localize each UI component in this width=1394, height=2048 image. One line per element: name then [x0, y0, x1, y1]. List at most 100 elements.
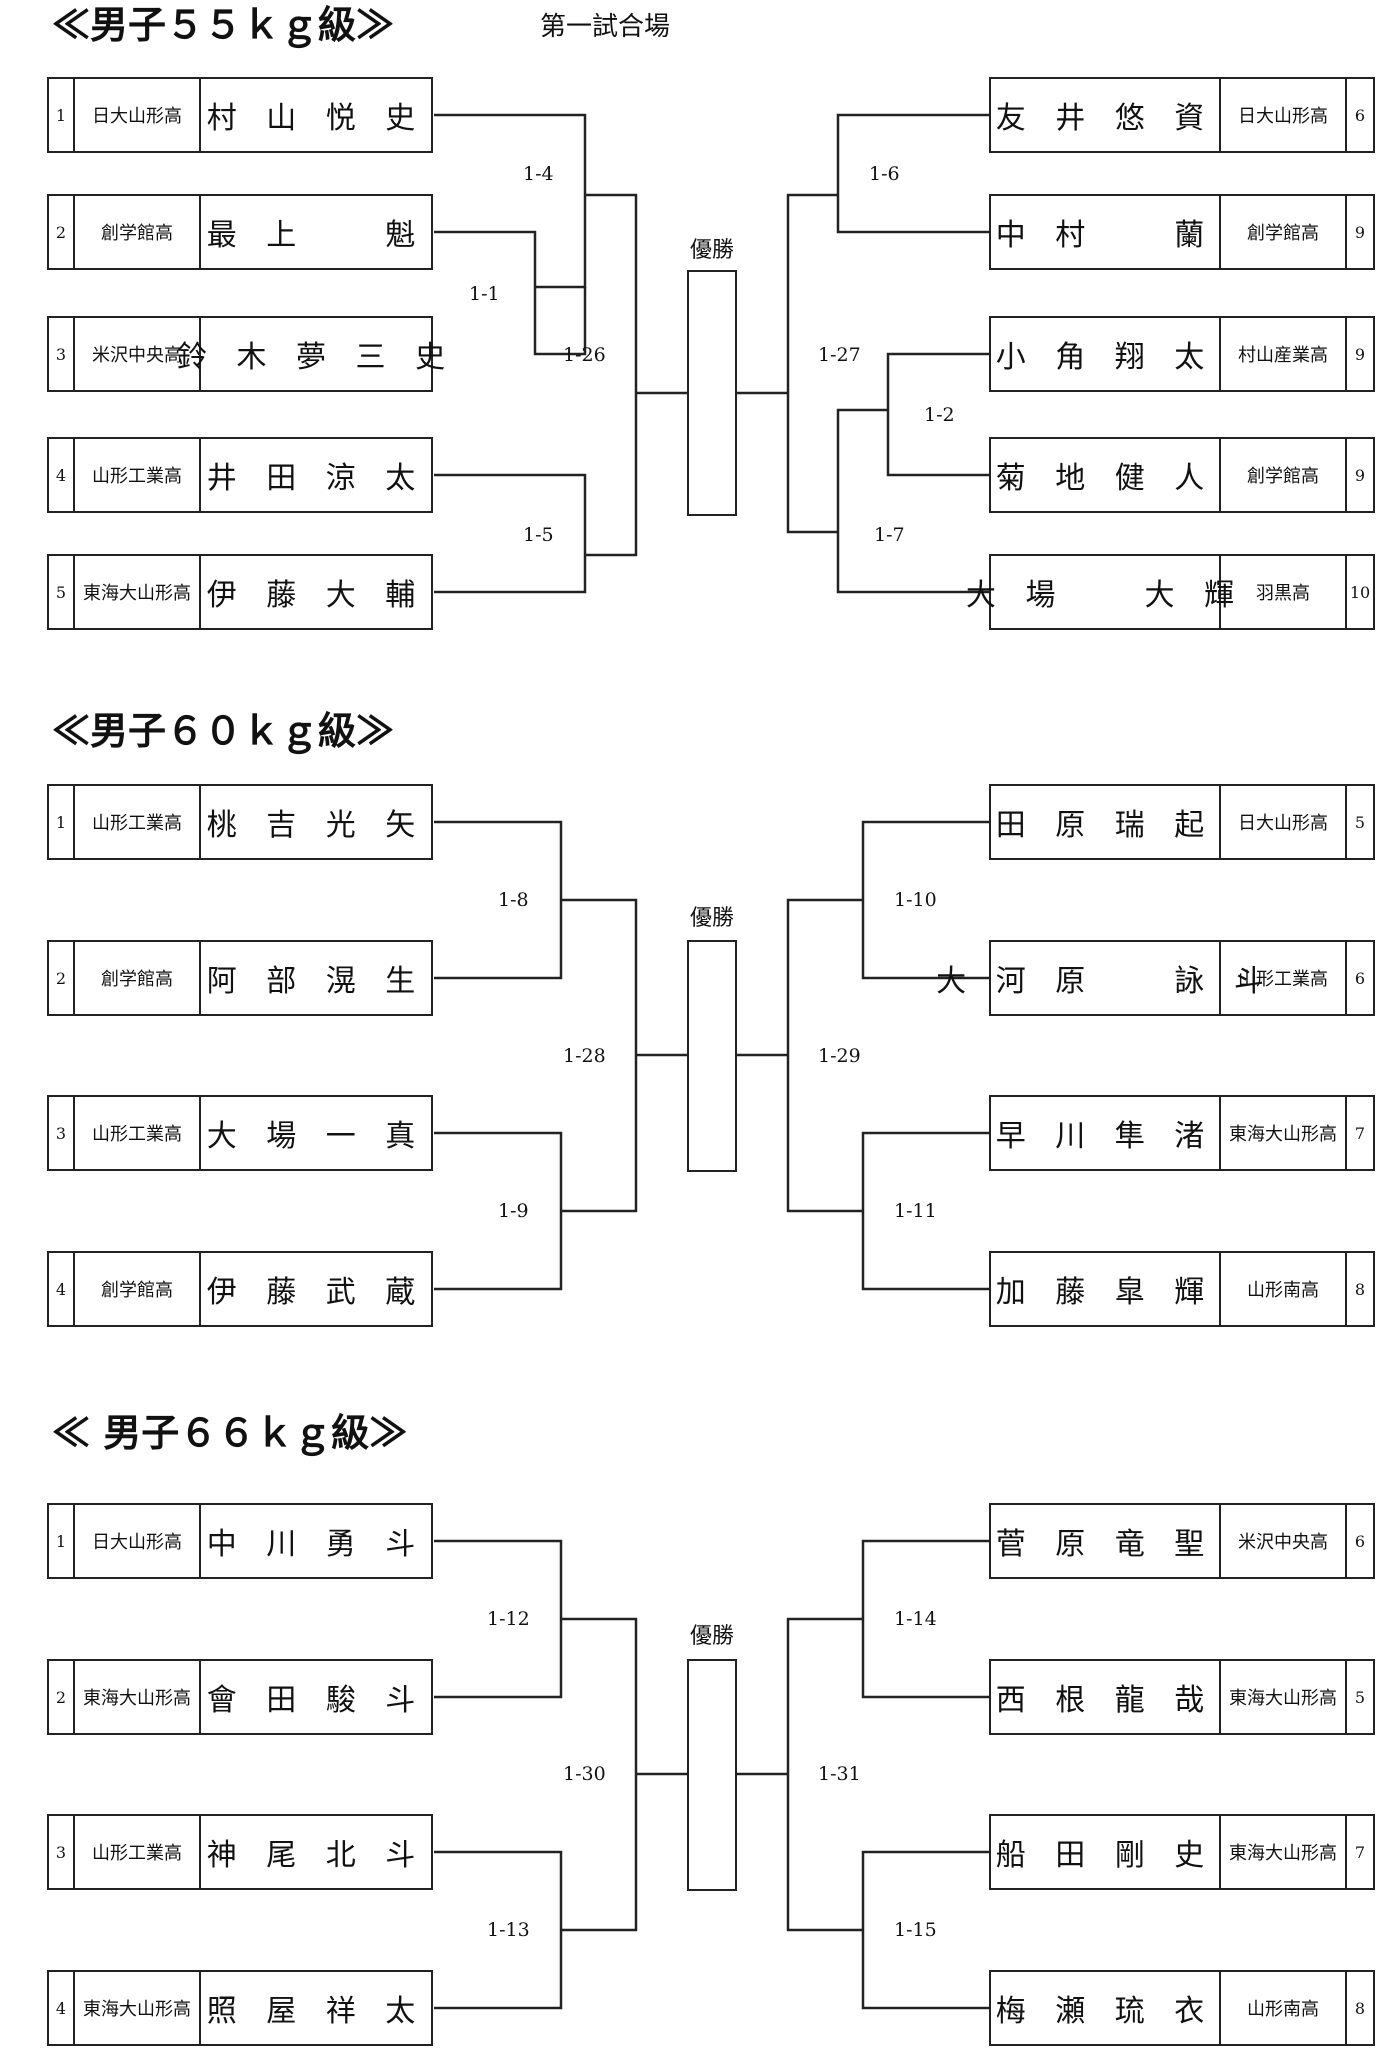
entry-60-right-4: 加 藤 皐 輝 山形南高 8: [989, 1251, 1375, 1327]
winner-label: 優勝: [690, 906, 735, 931]
school-name: 米沢中央高: [1221, 1505, 1347, 1577]
school-name: 東海大山形高: [75, 1972, 201, 2044]
athlete-name: 菅 原 竜 聖: [991, 1505, 1221, 1577]
line-55-r-3: [836, 408, 989, 594]
school-name: 羽黒高: [1221, 556, 1347, 628]
entry-66-left-4: 4 東海大山形高 照 屋 祥 太: [47, 1970, 433, 2046]
entry-55-right-1: 友 井 悠 資 日大山形高 6: [989, 77, 1375, 153]
line-55-r-1: [836, 113, 989, 234]
athlete-name: 照 屋 祥 太: [206, 1994, 426, 2029]
school-name: 創学館高: [1221, 439, 1347, 511]
seed-number: 3: [49, 318, 75, 390]
entry-60-left-1: 1 山形工業高 桃 吉 光 矢: [47, 784, 433, 860]
seed-number: 2: [49, 942, 75, 1014]
entry-60-right-1: 田 原 瑞 起 日大山形高 5: [989, 784, 1375, 860]
school-name: 山形工業高: [75, 786, 201, 858]
athlete-name: 會 田 駿 斗: [206, 1683, 426, 1718]
athlete-name: 大 河 原 詠 斗: [936, 942, 1264, 1014]
school-name: 日大山形高: [75, 1505, 201, 1577]
match-label: 1-29: [818, 1045, 861, 1067]
match-label: 1-30: [563, 1763, 606, 1785]
athlete-name: 小 角 翔 太: [991, 318, 1221, 390]
seed-number: 7: [1354, 1842, 1366, 1862]
bracket-title-55kg: ≪男子５５ｋｇ級≫: [52, 2, 395, 47]
match-label: 1-27: [818, 344, 861, 366]
entry-66-left-1: 1 日大山形高 中 川 勇 斗: [47, 1503, 433, 1579]
athlete-name: 大 場 大 輝: [966, 556, 1234, 628]
seed-number: 4: [49, 1972, 75, 2044]
entry-55-right-2: 中 村 蘭 創学館高 9: [989, 194, 1375, 270]
seed-number: 5: [1354, 812, 1366, 832]
athlete-name: 伊 藤 大 輔: [206, 578, 426, 613]
match-label: 1-8: [498, 889, 529, 911]
school-name: 創学館高: [75, 942, 201, 1014]
seed-number: 10: [1349, 582, 1371, 602]
winner-label: 優勝: [690, 1624, 735, 1649]
seed-number: 3: [49, 1816, 75, 1888]
school-name: 東海大山形高: [75, 1661, 201, 1733]
entry-55-left-1: 1 日大山形高 村 山 悦 史: [47, 77, 433, 153]
match-label: 1-13: [487, 1919, 530, 1941]
entry-60-left-2: 2 創学館高 阿 部 滉 生: [47, 940, 433, 1016]
match-label: 1-31: [818, 1763, 861, 1785]
venue-label: 第一試合場: [540, 12, 671, 42]
entry-66-left-2: 2 東海大山形高 會 田 駿 斗: [47, 1659, 433, 1735]
entry-66-right-3: 船 田 剛 史 東海大山形高 7: [989, 1814, 1375, 1890]
athlete-name: 菊 地 健 人: [991, 439, 1221, 511]
athlete-name: 伊 藤 武 蔵: [206, 1275, 426, 1310]
school-name: 創学館高: [1221, 196, 1347, 268]
athlete-name: 船 田 剛 史: [991, 1816, 1221, 1888]
athlete-name: 中 村 蘭: [991, 196, 1221, 268]
athlete-name: 田 原 瑞 起: [991, 786, 1221, 858]
line-55-l-1: [434, 113, 587, 289]
entry-66-right-1: 菅 原 竜 聖 米沢中央高 6: [989, 1503, 1375, 1579]
match-label: 1-26: [563, 344, 606, 366]
school-name: 東海大山形高: [1221, 1097, 1347, 1169]
entry-66-right-4: 梅 瀬 琉 衣 山形南高 8: [989, 1970, 1375, 2046]
school-name: 創学館高: [75, 196, 201, 268]
entry-60-right-2: 大 河 原 詠 斗 山形工業高 6: [936, 940, 1375, 1016]
match-label: 1-10: [894, 889, 937, 911]
school-name: 山形南高: [1221, 1972, 1347, 2044]
athlete-name: 梅 瀬 琉 衣: [991, 1972, 1221, 2044]
winner-label: 優勝: [690, 238, 735, 263]
seed-number: 1: [49, 786, 75, 858]
school-name: 日大山形高: [1221, 79, 1347, 151]
seed-number: 9: [1354, 222, 1366, 242]
school-name: 東海大山形高: [1221, 1816, 1347, 1888]
entry-60-left-3: 3 山形工業高 大 場 一 真: [47, 1095, 433, 1171]
seed-number: 6: [1354, 968, 1366, 988]
school-name: 東海大山形高: [1221, 1661, 1347, 1733]
athlete-name: 村 山 悦 史: [206, 101, 426, 136]
match-label: 1-11: [894, 1200, 937, 1222]
line-55-l-4: [585, 193, 638, 557]
match-label: 1-9: [498, 1200, 529, 1222]
seed-number: 4: [49, 1253, 75, 1325]
seed-number: 5: [1354, 1687, 1366, 1707]
entry-66-right-2: 西 根 龍 哉 東海大山形高 5: [989, 1659, 1375, 1735]
match-label: 1-5: [523, 524, 554, 546]
athlete-name: 最 上 魁: [206, 218, 426, 253]
athlete-name: 加 藤 皐 輝: [991, 1253, 1221, 1325]
entry-55-right-5: 大 場 大 輝 羽黒高 10: [966, 554, 1375, 630]
entry-60-left-4: 4 創学館高 伊 藤 武 蔵: [47, 1251, 433, 1327]
seed-number: 6: [1354, 105, 1366, 125]
entry-55-right-3: 小 角 翔 太 村山産業高 9: [989, 316, 1375, 392]
athlete-name: 阿 部 滉 生: [206, 964, 426, 999]
athlete-name: 井 田 涼 太: [206, 461, 426, 496]
seed-number: 9: [1354, 465, 1366, 485]
seed-number: 4: [49, 439, 75, 511]
school-name: 東海大山形高: [75, 556, 201, 628]
athlete-name: 桃 吉 光 矢: [206, 808, 426, 843]
seed-number: 2: [49, 196, 75, 268]
school-name: 日大山形高: [1221, 786, 1347, 858]
school-name: 山形南高: [1221, 1253, 1347, 1325]
match-label: 1-4: [523, 163, 554, 185]
school-name: 山形工業高: [75, 439, 201, 511]
seed-number: 1: [49, 1505, 75, 1577]
school-name: 山形工業高: [75, 1097, 201, 1169]
match-label: 1-6: [869, 163, 900, 185]
seed-number: 8: [1354, 1279, 1366, 1299]
athlete-name: 鈴 木 夢 三 史: [176, 340, 456, 375]
